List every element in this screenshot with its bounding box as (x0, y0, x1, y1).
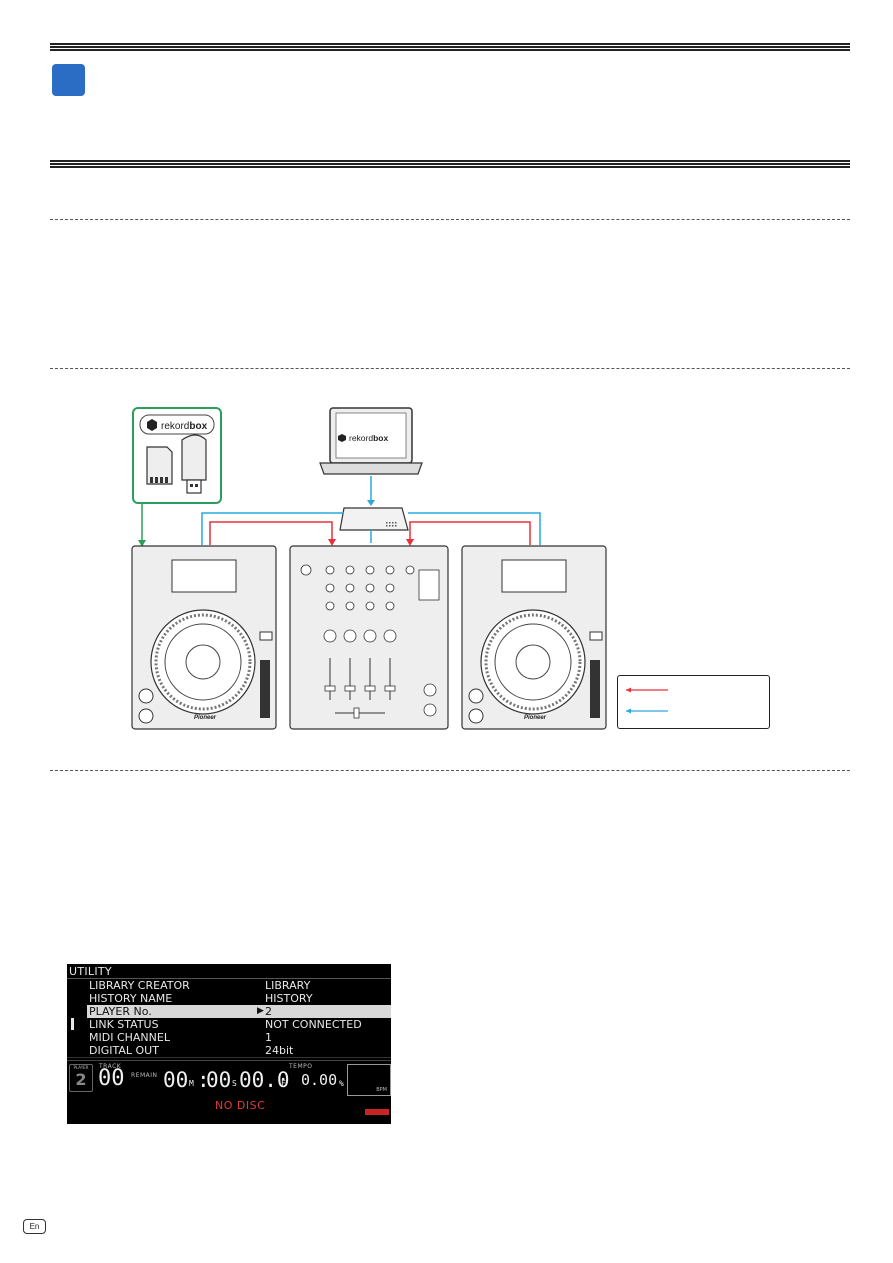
selection-arrow-icon: ▶ (257, 1006, 264, 1016)
time-minutes-unit: M (189, 1079, 194, 1088)
time-frames-unit: F (281, 1079, 286, 1088)
remain-label: REMAIN (131, 1072, 158, 1079)
cdj-right-icon: Pioneer (461, 545, 607, 730)
rekordbox-logo-icon (147, 419, 157, 431)
time-seconds: 00 (206, 1068, 232, 1092)
disc-status: NO DISC (215, 1099, 266, 1112)
divider (50, 368, 850, 369)
svg-text:Pioneer: Pioneer (524, 715, 547, 721)
usb-stick-icon (181, 434, 207, 494)
sd-card-icon (146, 446, 173, 485)
menu-row-selected[interactable]: PLAYER No. ▶ 2 (87, 1005, 391, 1018)
bpm-box: BPM (347, 1064, 391, 1096)
screen-title: UTILITY (69, 965, 112, 978)
time-frames: 00.0 (239, 1068, 290, 1092)
language-badge: En (23, 1219, 46, 1234)
divider (50, 770, 850, 771)
top-rule (50, 43, 850, 51)
diagram-legend (617, 675, 770, 729)
time-minutes: 00 (163, 1068, 189, 1092)
cdj-left-icon: Pioneer (131, 545, 277, 730)
track-number: 00 (98, 1066, 125, 1091)
section-rule (50, 160, 850, 168)
mixer-icon (289, 545, 449, 730)
svg-text:Pioneer: Pioneer (194, 715, 217, 721)
svg-text:rekordbox: rekordbox (161, 421, 208, 432)
laptop-icon: rekordbox (319, 407, 423, 475)
logo-text-bold: box (189, 421, 207, 432)
connection-diagram: rekordbox rekordbox (131, 407, 607, 730)
hub-icon (339, 507, 409, 531)
logo-text: rekord (161, 421, 189, 432)
track-label: TRACK (99, 1063, 122, 1070)
player-indicator: PLAYER 2 (69, 1064, 93, 1092)
tempo-value: 0.00 (301, 1071, 338, 1089)
tempo-unit: % (339, 1079, 344, 1088)
cables (138, 476, 541, 547)
scrollbar-thumb[interactable] (71, 1018, 74, 1030)
time-seconds-unit: S (232, 1079, 237, 1088)
divider (50, 219, 850, 220)
section-marker (52, 64, 85, 96)
svg-text:rekordbox: rekordbox (349, 433, 388, 443)
tempo-label: TEMPO (289, 1063, 313, 1070)
status-led (365, 1109, 389, 1115)
storage-devices: rekordbox (132, 407, 222, 504)
